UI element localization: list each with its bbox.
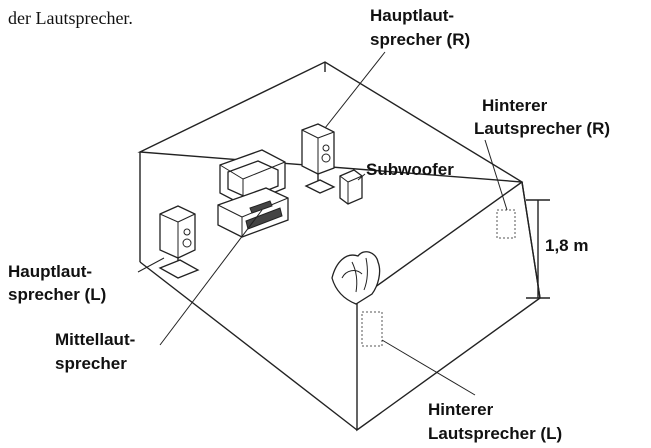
- height-dimension: [526, 199, 550, 299]
- label-rear-left-line2: Lautsprecher (L): [428, 424, 563, 443]
- label-rear-right-line2: Lautsprecher (R): [474, 119, 611, 138]
- room-outline: [137, 61, 541, 432]
- label-front-right-line2: sprecher (R): [370, 30, 471, 49]
- label-center-line1: Mittellaut-: [55, 330, 136, 349]
- rear-left-speaker: [361, 311, 383, 347]
- front-left-speaker: [158, 205, 200, 279]
- listening-chair: [331, 251, 381, 305]
- rear-right-speaker: [496, 209, 516, 239]
- label-center-line2: sprecher: [55, 354, 127, 373]
- front-right-speaker: [301, 123, 336, 194]
- subwoofer: [339, 169, 363, 205]
- label-rear-left-line1: Hinterer: [428, 400, 494, 419]
- leader-lines: [137, 51, 508, 396]
- label-rear-right-line1: Hinterer: [482, 96, 548, 115]
- label-front-left-line2: sprecher (L): [8, 285, 107, 304]
- label-height: 1,8 m: [545, 236, 589, 255]
- label-front-left-line1: Hauptlaut-: [8, 262, 93, 281]
- tv-cabinet: [217, 149, 289, 238]
- intro-text: der Lautsprecher.: [8, 8, 133, 28]
- label-front-right-line1: Hauptlaut-: [370, 6, 455, 25]
- label-subwoofer: Subwoofer: [366, 160, 454, 179]
